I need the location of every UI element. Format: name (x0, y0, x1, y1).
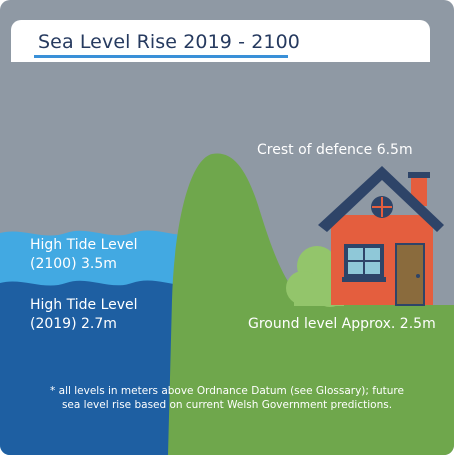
roof (318, 166, 444, 232)
ground-level-label: Ground level Approx. 2.5m (248, 316, 436, 332)
title-underline (34, 55, 288, 58)
high-tide-2100-label: High Tide Level (2100) 3.5m (30, 237, 138, 272)
chart-title: Sea Level Rise 2019 - 2100 (38, 31, 300, 53)
crest-label: Crest of defence 6.5m (257, 142, 413, 158)
high-tide-2019-label: High Tide Level (2019) 2.7m (30, 297, 138, 332)
water-2019 (0, 280, 190, 455)
door (396, 244, 424, 305)
house (318, 166, 444, 306)
footnote: * all levels in meters above Ordnance Da… (50, 385, 404, 411)
